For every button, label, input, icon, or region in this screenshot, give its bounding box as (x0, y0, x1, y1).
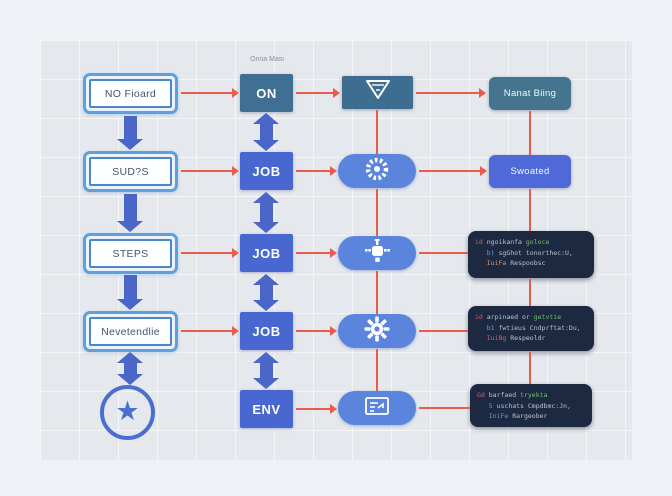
connector (529, 189, 531, 231)
connector (181, 88, 239, 98)
stage-job-2: JOB (240, 234, 293, 272)
connector (181, 326, 239, 336)
connector (419, 407, 470, 409)
connector (529, 279, 531, 306)
node-steps: STEPS (83, 233, 178, 274)
connector (419, 166, 487, 176)
pill-robot (338, 236, 416, 270)
star-badge: ★ (100, 385, 155, 440)
double-arrow (253, 274, 279, 311)
node-suds: SUD?S (83, 151, 178, 192)
connector (296, 248, 337, 258)
connector (181, 166, 239, 176)
code-block-3: Gd barfaed tryekta 5 uschats Cmpdbmc:Jn,… (470, 384, 592, 427)
connector (419, 330, 468, 332)
code-block-2: id arpinaed or getvtie b1 fwtieus Cndprf… (468, 306, 594, 351)
stage-job-1: JOB (240, 152, 293, 190)
connector (529, 352, 531, 384)
gear-ring-icon (363, 155, 391, 188)
node-label: Nevetendlie (89, 317, 172, 346)
connector (376, 271, 378, 314)
connector (376, 349, 378, 391)
connector (296, 88, 340, 98)
document-lines-icon (362, 394, 392, 423)
pill-gear (338, 314, 416, 348)
stage-job-3: JOB (240, 312, 293, 350)
down-arrow (117, 194, 143, 232)
connector (296, 326, 337, 336)
node-label: SUD?S (89, 157, 172, 186)
down-arrow (117, 116, 143, 150)
pill-gear-ring (338, 154, 416, 188)
code-block-1: id ngoikanfa goloce b) sgGhot tonorthec:… (468, 231, 594, 278)
connector (376, 189, 378, 236)
stage-on: ON (240, 74, 293, 112)
node-label: NO Fioard (89, 79, 172, 108)
robot-icon (362, 237, 392, 270)
node-no-fioard: NO Fioard (83, 73, 178, 114)
result-swoated: Swoated (489, 155, 571, 188)
node-nevetendlie: Nevetendlie (83, 311, 178, 352)
double-arrow (253, 113, 279, 151)
double-arrow (117, 352, 143, 385)
double-arrow (253, 352, 279, 389)
connector (296, 166, 337, 176)
double-arrow (253, 192, 279, 233)
triangle-badge-icon (361, 77, 395, 108)
connector (181, 248, 239, 258)
connector (529, 111, 531, 155)
result-nanat-biing: Nanat Biing (489, 77, 571, 110)
node-label: STEPS (89, 239, 172, 268)
connector (376, 110, 378, 154)
star-icon: ★ (115, 396, 140, 426)
stage-env: ENV (240, 390, 293, 428)
connector (419, 252, 468, 254)
pill-document (338, 391, 416, 425)
pill-triangle-badge (342, 76, 413, 109)
gear-icon (363, 315, 391, 348)
connector (416, 88, 486, 98)
down-arrow (117, 275, 143, 310)
connector (296, 404, 337, 414)
stage-note: Onna Masi (250, 56, 284, 63)
